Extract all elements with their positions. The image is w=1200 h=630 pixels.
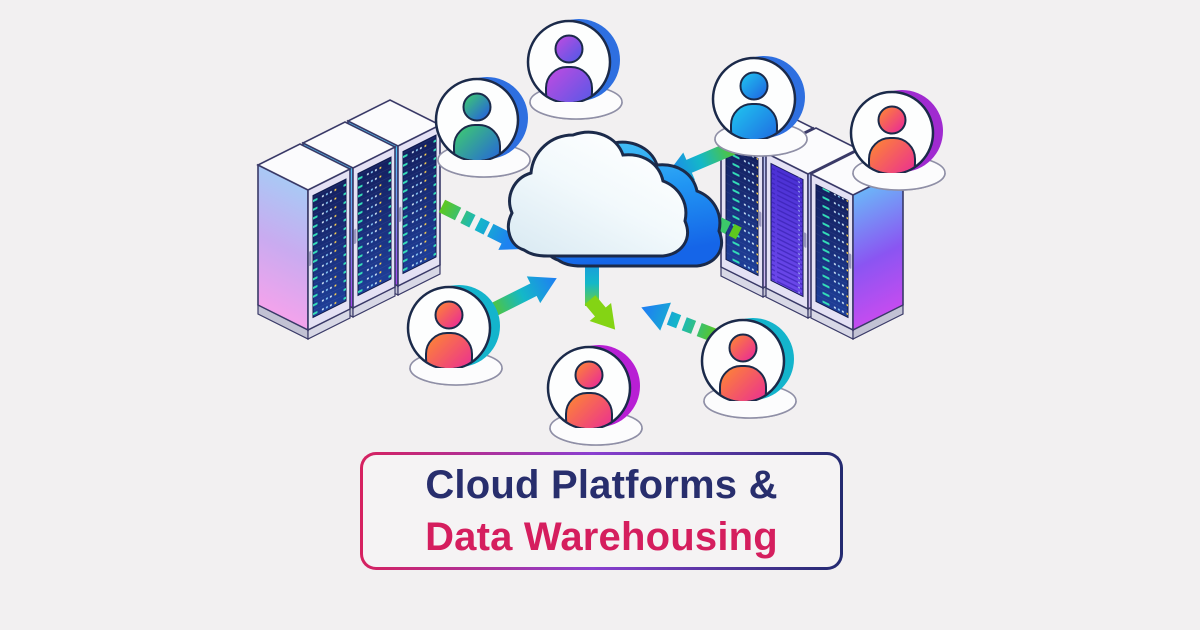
cloud-front-face <box>507 130 689 258</box>
title-line-1: Cloud Platforms & <box>425 463 778 507</box>
avatar-base-front <box>852 172 946 191</box>
title-card-inner: Cloud Platforms & Data Warehousing <box>363 455 840 567</box>
arrowhead-icon <box>641 302 671 331</box>
user-avatar-top-right <box>711 56 808 157</box>
server-rack-cluster-left <box>257 99 441 340</box>
cloud-platform-icon <box>507 130 723 268</box>
avatar-base-front <box>549 427 643 446</box>
title-line-2: Data Warehousing <box>425 515 778 559</box>
user-avatar-bottom-left <box>406 285 503 386</box>
avatar-base-front <box>703 400 797 419</box>
arrow-bottom-left-user-to-cloud <box>483 276 557 320</box>
arrowhead-icon <box>526 276 557 304</box>
user-avatar-far-right <box>849 90 946 191</box>
title-card: Cloud Platforms & Data Warehousing <box>360 452 843 570</box>
user-avatar-bottom-right <box>700 318 797 419</box>
arrowhead-icon <box>589 302 616 330</box>
user-avatar-top-center <box>526 19 623 120</box>
avatar-base-front <box>714 138 808 157</box>
avatar-base-front <box>529 101 623 120</box>
avatar-base-front <box>409 367 503 386</box>
avatar-base-front <box>437 159 531 178</box>
user-avatar-top-left <box>434 77 531 178</box>
server-rack <box>257 143 351 340</box>
user-avatar-bottom-center <box>546 345 643 446</box>
